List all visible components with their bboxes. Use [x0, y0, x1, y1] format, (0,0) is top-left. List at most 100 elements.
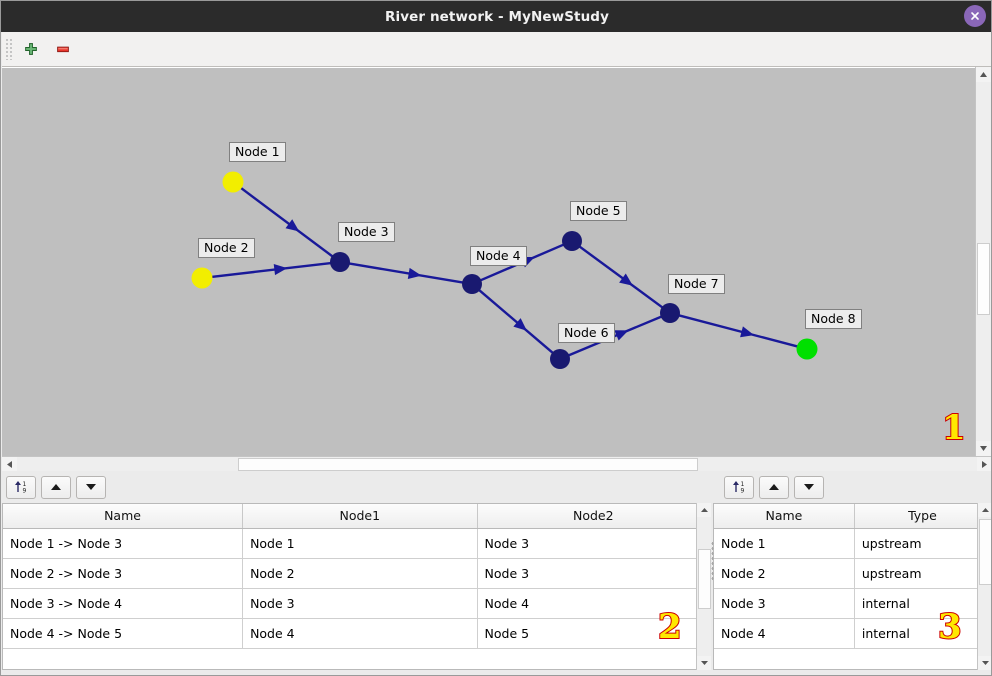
nodes-column-header-type[interactable]: Type [854, 504, 991, 529]
graph-edge-arrowhead [614, 330, 629, 341]
canvas-scroll-right-button[interactable] [977, 457, 991, 472]
links-column-header-node2[interactable]: Node2 [477, 504, 710, 529]
graph-edge-arrowhead [407, 267, 422, 279]
nodes-move-down-button[interactable] [794, 475, 824, 499]
graph-edge[interactable] [478, 288, 554, 355]
graph-edge[interactable] [578, 245, 664, 309]
canvas-scroll-down-button[interactable] [976, 441, 991, 456]
river-network-canvas[interactable]: Node 1 Node 2 Node 3 Node 4 Node 5 Node 6 Node… [2, 67, 991, 456]
table-cell[interactable]: Node 3 [477, 528, 710, 559]
nodes-move-up-button[interactable] [759, 475, 789, 499]
graph-edge[interactable] [239, 186, 334, 258]
graph-node-node-8[interactable] [796, 338, 818, 360]
links-scroll-up-button[interactable] [697, 503, 711, 517]
table-cell[interactable]: Node 4 -> Node 5 [3, 618, 244, 649]
table-cell[interactable]: Node 3 [477, 558, 710, 589]
canvas-horizontal-scrollbar[interactable] [2, 456, 991, 472]
graph-node-node-6[interactable] [550, 349, 570, 369]
table-cell[interactable]: Node 5 [477, 618, 710, 649]
graph-edge[interactable] [678, 314, 799, 348]
nodes-table-vertical-scrollbar[interactable] [977, 503, 991, 670]
node-label-node-6[interactable]: Node 6 [558, 323, 615, 343]
table-cell[interactable]: Node 1 [714, 528, 855, 559]
graph-node-node-7[interactable] [660, 303, 680, 323]
chevron-down-icon [980, 446, 987, 451]
table-cell[interactable]: Node 1 -> Node 3 [3, 528, 244, 559]
graph-node-node-2[interactable] [191, 267, 213, 289]
chevron-up-icon [982, 508, 989, 512]
links-vscroll-thumb[interactable] [698, 549, 711, 609]
canvas-vertical-scrollbar[interactable] [975, 67, 991, 456]
nodes-scroll-down-button[interactable] [978, 656, 991, 670]
node-label-node-1[interactable]: Node 1 [229, 142, 286, 162]
canvas-vscroll-thumb[interactable] [977, 243, 990, 315]
nodes-scroll-up-button[interactable] [978, 503, 991, 517]
table-cell[interactable]: upstream [854, 558, 991, 589]
links-table-vertical-scrollbar[interactable] [696, 503, 711, 670]
graph-edge[interactable] [348, 262, 464, 284]
links-scroll-down-button[interactable] [697, 656, 711, 670]
node-label-node-4[interactable]: Node 4 [470, 246, 527, 266]
nodes-sort-button[interactable]: 1 9 [724, 475, 754, 499]
node-label-node-3[interactable]: Node 3 [338, 222, 395, 242]
sort-ascending-icon: 1 9 [733, 481, 745, 495]
nodes-column-header-name[interactable]: Name [714, 504, 855, 529]
graph-node-node-4[interactable] [462, 274, 482, 294]
table-cell[interactable]: Node 4 [714, 618, 855, 649]
graph-node-node-1[interactable] [222, 171, 244, 193]
table-cell[interactable]: Node 3 [242, 588, 478, 619]
node-label-node-7[interactable]: Node 7 [668, 274, 725, 294]
panel-vertical-grip[interactable] [711, 541, 714, 581]
node-label-node-5[interactable]: Node 5 [570, 201, 627, 221]
canvas-hscroll-thumb[interactable] [238, 458, 698, 471]
arrow-down-icon [804, 484, 814, 490]
graph-node-node-5[interactable] [562, 231, 582, 251]
links-column-header-name[interactable]: Name [3, 504, 244, 529]
canvas-scroll-left-button[interactable] [2, 457, 17, 472]
table-cell[interactable]: internal [854, 588, 991, 619]
table-cell[interactable]: Node 4 [477, 588, 710, 619]
nodes-vscroll-thumb[interactable] [979, 519, 991, 585]
graph-edge[interactable] [567, 315, 663, 357]
node-label-node-2[interactable]: Node 2 [198, 238, 255, 258]
toolbar-drag-handle[interactable] [5, 38, 13, 60]
node-label-node-8[interactable]: Node 8 [805, 309, 862, 329]
graph-edge-arrowhead [513, 318, 527, 331]
add-plus-icon [25, 43, 37, 55]
graph-edge-arrowhead [740, 326, 755, 338]
table-cell[interactable]: Node 3 -> Node 4 [3, 588, 244, 619]
graph-edge[interactable] [211, 261, 332, 279]
table-cell[interactable]: Node 1 [242, 528, 478, 559]
links-sort-button[interactable]: 1 9 [6, 475, 36, 499]
remove-node-button[interactable] [50, 36, 76, 62]
graph-edge-arrowhead [285, 219, 300, 232]
canvas-scroll-up-button[interactable] [976, 67, 991, 82]
table-cell[interactable]: internal [854, 618, 991, 649]
table-cell[interactable]: Node 3 [714, 588, 855, 619]
window-titlebar: River network - MyNewStudy [1, 1, 991, 32]
add-node-button[interactable] [18, 36, 44, 62]
table-cell[interactable]: Node 2 [242, 558, 478, 589]
table-cell[interactable]: upstream [854, 528, 991, 559]
links-move-down-button[interactable] [76, 475, 106, 499]
table-cell[interactable]: Node 2 [714, 558, 855, 589]
links-move-up-button[interactable] [41, 475, 71, 499]
graph-node-node-3[interactable] [330, 252, 350, 272]
close-window-button[interactable] [964, 5, 986, 27]
table-cell[interactable]: Node 2 -> Node 3 [3, 558, 244, 589]
links-column-header-node1[interactable]: Node1 [242, 504, 478, 529]
table-cell[interactable]: Node 4 [242, 618, 478, 649]
